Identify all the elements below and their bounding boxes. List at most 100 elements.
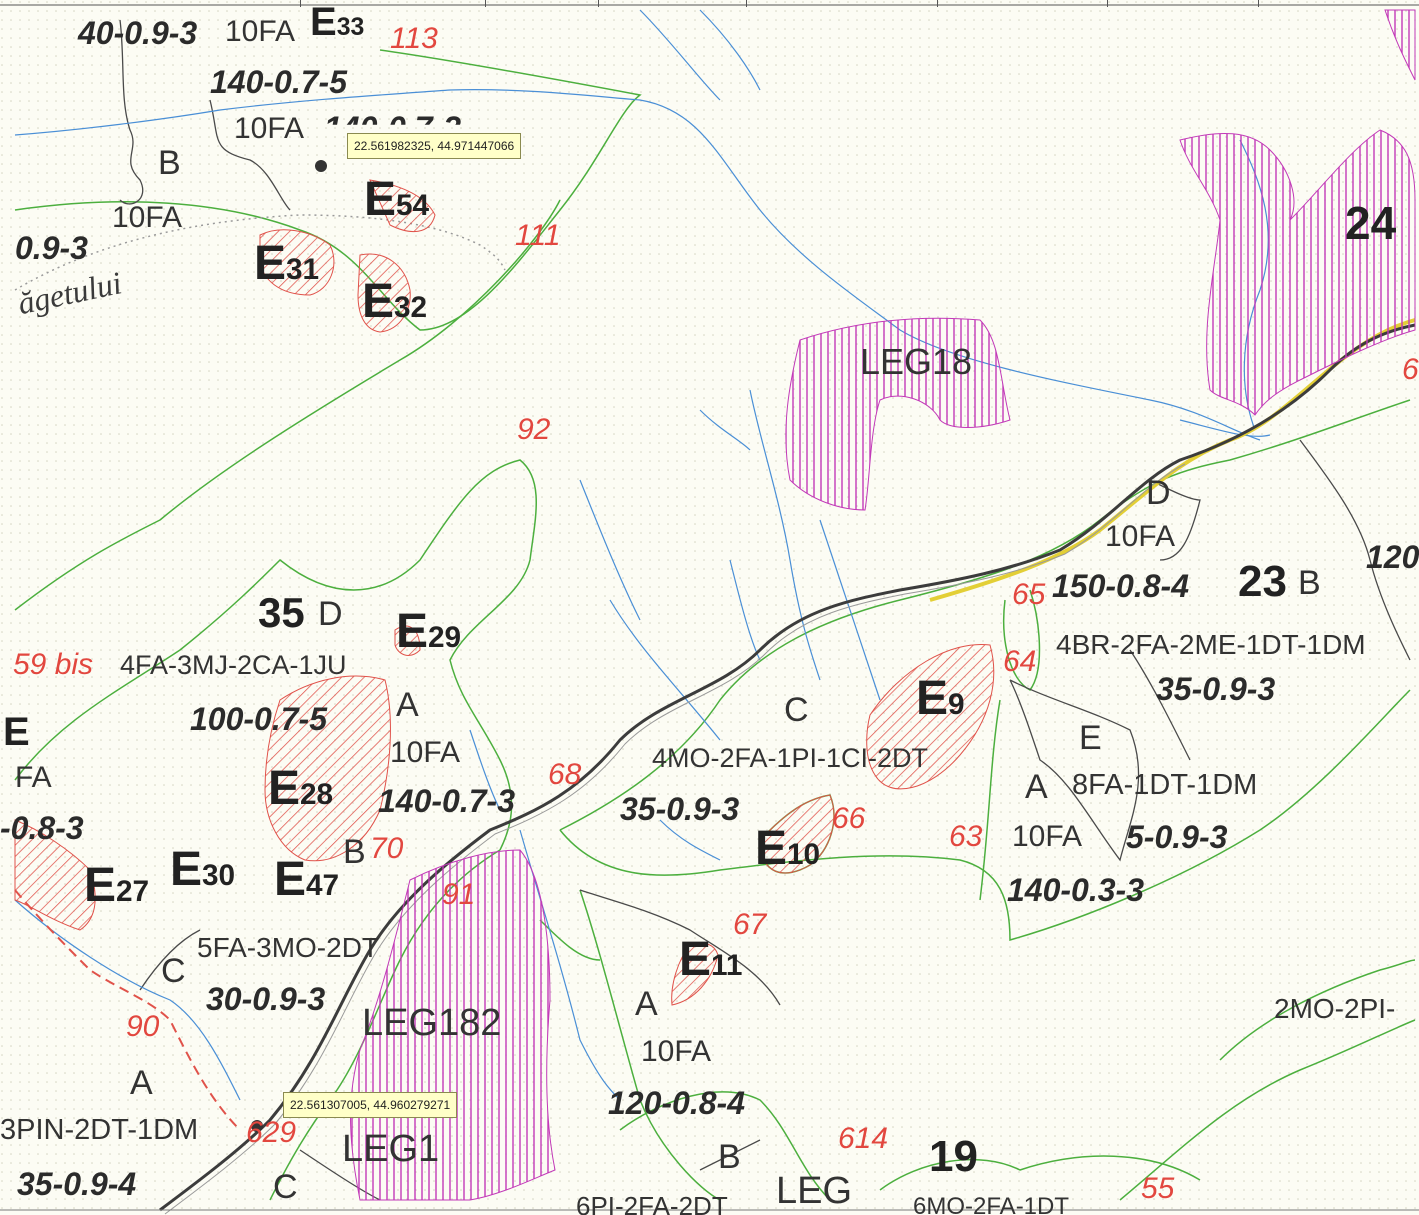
species-composition: 10FA	[1012, 820, 1083, 853]
stand-attributes: 35-0.9-4	[17, 1166, 137, 1202]
stand-attributes: 140-0.7-3	[324, 112, 461, 125]
coordinate-marker[interactable]	[251, 1120, 263, 1132]
species-composition: 5FA-3MO-2DT	[197, 932, 380, 963]
sub-parcel-letter: B	[718, 1138, 741, 1176]
enclave-label: E10	[755, 822, 821, 875]
enclave-label: E33	[310, 0, 365, 44]
species-composition: 6PI-2FA-2DT	[576, 1191, 728, 1215]
species-composition: 10FA	[1105, 520, 1176, 553]
stand-attributes: 100-0.7-5	[190, 701, 327, 737]
contour-number: 113	[390, 22, 438, 55]
leg-area-label: LEG1	[342, 1128, 440, 1170]
frame-tick	[1107, 0, 1108, 7]
sub-parcel-letter: A	[396, 686, 419, 724]
enclave-label: E28	[268, 762, 334, 815]
species-composition: 10FA	[112, 201, 183, 234]
frame-tick	[746, 0, 747, 7]
parcel-number: 24	[1345, 197, 1397, 249]
species-composition: 4FA-3MJ-2CA-1JU	[120, 650, 347, 680]
stand-attributes: 30-0.9-3	[206, 981, 326, 1017]
stand-attributes: 140-0.7-5	[210, 64, 347, 100]
stand-attributes: 0.9-3	[15, 230, 88, 266]
sub-parcel-letter: D	[318, 595, 343, 633]
parcel-number: 19	[929, 1132, 978, 1181]
sub-parcel-letter: B	[158, 144, 181, 182]
contour-number: 614	[838, 1122, 889, 1155]
enclave-label: E9	[916, 672, 965, 725]
leg-area-label: LEG18	[860, 341, 973, 382]
enclave-label: E31	[254, 237, 320, 290]
stand-attributes: 35-0.9-3	[1156, 671, 1276, 707]
species-composition: 6MO-2FA-1DT	[913, 1193, 1070, 1215]
contour-number: 68	[548, 758, 582, 791]
parcel-number: 35	[258, 589, 305, 636]
leg-area-label: LEG	[776, 1170, 853, 1212]
stand-attributes: 140-0.7-3	[378, 783, 515, 819]
sub-parcel-letter: C	[784, 691, 809, 729]
enclave-label: E	[3, 710, 30, 754]
forest-boundaries	[14, 49, 1416, 1201]
coordinate-tooltip: 22.561982325, 44.971447066	[347, 133, 522, 159]
parcel-number: 23	[1238, 557, 1287, 606]
trail	[14, 214, 506, 291]
stand-attributes: 35-0.9-3	[620, 791, 740, 827]
contour-number: 65	[1012, 578, 1046, 611]
frame-tick	[1258, 0, 1259, 7]
species-composition: 4BR-2FA-2ME-1DT-1DM	[1056, 629, 1366, 660]
contour-number: 90	[126, 1010, 160, 1043]
stand-boundaries	[119, 19, 1411, 1201]
species-composition: 10FA	[225, 15, 296, 48]
enclave-label: E29	[396, 605, 462, 658]
contour-number: 92	[517, 413, 551, 446]
species-composition: 2MO-2PI-	[1274, 993, 1396, 1024]
frame-tick	[937, 0, 938, 7]
contour-number: 64	[1003, 645, 1037, 678]
road-shoulder	[164, 463, 1186, 1215]
sub-parcel-letter: A	[1025, 768, 1048, 806]
contour-number: 55	[1141, 1172, 1175, 1205]
enclave-areas	[14, 179, 995, 1006]
contour-number: 6	[1402, 353, 1419, 386]
frame-tick	[300, 0, 301, 7]
sub-parcel-letter: C	[273, 1168, 298, 1206]
species-composition: FA	[15, 761, 52, 794]
stand-attributes: -0.8-3	[0, 810, 84, 846]
red-dashed-boundary	[14, 889, 241, 1131]
enclave-label: E27	[84, 859, 150, 912]
main-road	[159, 323, 1416, 1212]
contour-number: 629	[246, 1116, 297, 1149]
species-composition: 10FA	[234, 112, 305, 145]
sub-parcel-letter: B	[343, 833, 366, 871]
stand-attributes: 120	[1366, 539, 1419, 575]
sub-parcel-letter: C	[161, 952, 186, 990]
contour-number: 111	[515, 219, 561, 252]
species-composition: 3PIN-2DT-1DM	[0, 1114, 199, 1146]
frame-tick	[485, 0, 486, 7]
leg-area-label: LEG182	[362, 1002, 502, 1044]
contour-number: 91	[442, 878, 476, 911]
species-composition: 8FA-1DT-1DM	[1072, 769, 1258, 801]
contour-number: 67	[733, 908, 767, 941]
enclave-label: E54	[364, 173, 430, 226]
contour-number: 70	[370, 832, 404, 865]
sub-parcel-letter: D	[1146, 474, 1171, 512]
stand-attributes: 120-0.8-4	[608, 1085, 745, 1121]
enclave-label: E30	[170, 843, 236, 896]
coordinate-marker[interactable]	[315, 160, 327, 172]
stand-attributes: 40-0.9-3	[78, 15, 198, 51]
species-composition: 10FA	[390, 736, 461, 769]
coordinate-tooltip: 22.561307005, 44.960279271	[283, 1092, 458, 1118]
stand-attributes: 140-0.3-3	[1007, 872, 1144, 908]
enclave-label: E47	[274, 853, 340, 906]
contour-number: 63	[949, 820, 983, 853]
enclave-label: E32	[362, 275, 428, 328]
sub-parcel-letter: A	[635, 985, 658, 1023]
species-composition: 4MO-2FA-1PI-1CI-2DT	[652, 743, 929, 773]
stand-attributes: 5-0.9-3	[1126, 819, 1228, 855]
sub-parcel-letter: A	[130, 1064, 153, 1102]
frame-tick	[598, 0, 599, 7]
stand-attributes: 150-0.8-4	[1052, 568, 1189, 604]
species-composition: 10FA	[641, 1035, 712, 1068]
